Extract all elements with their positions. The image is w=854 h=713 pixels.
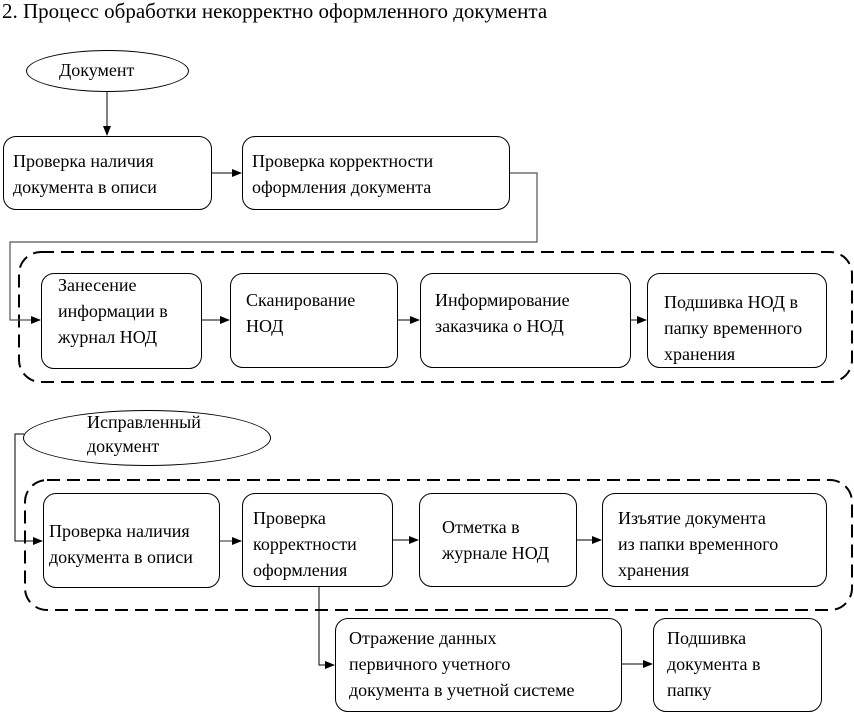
step-inform-customer: Информирование заказчика о НОД xyxy=(420,273,631,368)
group-frame-nod-registration xyxy=(18,251,853,383)
step-label: Проверка корректности оформления xyxy=(253,508,357,580)
step-withdraw-from-temp: Изъятие документа из папки временного хр… xyxy=(602,493,827,587)
start-node-document: Документ xyxy=(26,50,189,92)
arrow-check-correctness-to-log xyxy=(9,172,538,324)
step-log-nod: Занесение информации в журнал НОД xyxy=(41,273,202,369)
start-node-corrected-document: Исправленный документ xyxy=(23,410,271,466)
step-label: Проверка наличия документа в описи xyxy=(49,521,193,567)
step-check-inventory: Проверка наличия документа в описи xyxy=(3,136,212,210)
step-check-inventory-2: Проверка наличия документа в описи xyxy=(43,493,220,588)
step-label: Сканирование НОД xyxy=(246,290,356,336)
step-label: Отметка в журнале НОД xyxy=(442,517,550,563)
step-label: Подшивка НОД в папку временного хранения xyxy=(664,292,803,364)
step-file-nod-temp: Подшивка НОД в папку временного хранения xyxy=(647,273,827,368)
group-frame-corrected-processing xyxy=(24,479,853,611)
step-label: Проверка корректности оформления докумен… xyxy=(252,151,434,197)
step-file-document: Подшивка документа в папку xyxy=(653,618,822,712)
step-check-correctness-2: Проверка корректности оформления xyxy=(242,493,393,587)
step-label: Информирование заказчика о НОД xyxy=(435,290,570,336)
step-label: Отражение данных первичного учетного док… xyxy=(349,628,575,700)
step-reflect-in-accounting: Отражение данных первичного учетного док… xyxy=(335,618,622,712)
step-mark-in-log: Отметка в журнале НОД xyxy=(419,493,577,587)
step-check-correctness: Проверка корректности оформления докумен… xyxy=(242,136,510,210)
start-node-label: Исправленный документ xyxy=(87,412,201,456)
diagram-title: 2. Процесс обработки некорректно оформле… xyxy=(2,0,548,23)
step-label: Изъятие документа из папки временного хр… xyxy=(618,508,779,580)
step-label: Проверка наличия документа в описи xyxy=(13,151,157,197)
step-scan-nod: Сканирование НОД xyxy=(230,273,398,368)
step-label: Подшивка документа в папку xyxy=(667,628,761,700)
arrow-check-correctness-to-accounting xyxy=(318,587,335,669)
start-node-label: Документ xyxy=(59,60,135,80)
arrow-corrected-to-check-inventory xyxy=(14,433,43,545)
step-label: Занесение информации в журнал НОД xyxy=(58,275,168,347)
